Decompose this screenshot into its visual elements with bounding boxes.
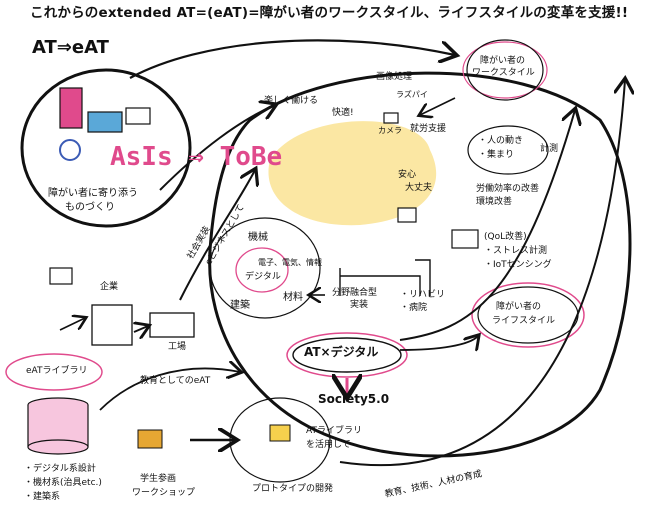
label-shuurou: 就労支援 — [410, 124, 447, 134]
pink-circle-lifestyle — [471, 282, 585, 348]
qol-line2: ・ストレス計測 — [484, 246, 548, 256]
main-cycle-loop — [208, 71, 632, 458]
qol-line1: (QoL改善) — [484, 232, 527, 242]
at-digital-circle — [292, 337, 402, 373]
subtitle: AT⇒eAT — [32, 37, 109, 58]
kyouiku-eat-label: 教育としてのeAT — [140, 376, 211, 386]
qol-line3: ・IoTセンシング — [484, 260, 552, 270]
proto-tool-icon — [269, 424, 291, 442]
list-item-1: ・デジタル系設計 — [24, 464, 96, 474]
list-item-3: ・建築系 — [24, 492, 61, 502]
hospital-bed — [339, 259, 431, 296]
workstyle-top: 障がい者の — [480, 56, 526, 66]
label-kaiteki: 快適! — [332, 108, 354, 118]
cylinder-bottom — [27, 439, 89, 455]
label-raspi: ラズパイ — [396, 90, 428, 99]
label-gazou: 画像処理 — [376, 72, 413, 82]
work-scene-backdrop — [268, 121, 437, 226]
workshop-icon — [137, 429, 163, 449]
arrow-bottom-right — [339, 80, 625, 467]
koujou-label: 工場 — [168, 342, 187, 352]
left-top-circle — [20, 68, 192, 228]
arrow-lib-edu — [99, 368, 240, 411]
arrow-to-workstyle — [129, 39, 455, 79]
kikai-circle — [209, 217, 321, 319]
page-title: これからのextended AT=(eAT)=障がい者のワークスタイル、ライフス… — [30, 5, 629, 21]
arrow-asis-tobe-up — [159, 105, 275, 191]
cylinder-sides — [27, 405, 89, 447]
wheelchair-icon — [59, 139, 82, 161]
arrow-at-lifestyle — [399, 336, 478, 350]
lifestyle-circle — [477, 286, 579, 344]
arrow-lib-kigyou — [59, 318, 85, 331]
at-lib-line1: ATライブラリ — [306, 426, 362, 436]
pink-circle-digital — [235, 247, 289, 293]
factory-plant — [149, 312, 195, 338]
lifestyle-top: 障がい者の — [496, 302, 542, 312]
label-camera: カメラ — [378, 126, 402, 135]
bunya-line2: 実装 — [350, 300, 369, 310]
eat-library-label: eATライブラリ — [26, 366, 88, 376]
prototype-label: プロトタイプの開発 — [252, 484, 334, 494]
anshin-line1: 安心 — [398, 170, 417, 180]
workstyle-bottom: ワークスタイル — [472, 68, 535, 78]
arrow-raspi — [420, 97, 456, 115]
asis-tobe-label: AsIs ⇒ ToBe — [110, 142, 283, 172]
lifestyle-bottom: ライフスタイル — [492, 316, 556, 326]
at-digital-label: AT×デジタル — [304, 345, 379, 359]
camera-icon — [383, 112, 399, 124]
hito-circle — [467, 125, 549, 175]
gakusei-line2: ワークショップ — [132, 488, 196, 498]
pink-circle-workstyle — [462, 41, 548, 99]
arrow-shakai — [179, 170, 255, 301]
roudou-line2: 環境改善 — [476, 197, 513, 207]
reha-line2: ・病院 — [400, 303, 428, 313]
digital-label: デジタル — [245, 272, 281, 282]
bunya-line1: 分野融合型 — [332, 288, 378, 298]
board-icon — [49, 267, 73, 285]
gakusei-line1: 学生参画 — [140, 474, 177, 484]
zairyou-label: 材料 — [283, 292, 303, 303]
workstyle-circle — [466, 39, 544, 101]
hito-line2: ・集まり — [478, 150, 515, 160]
sensor-icon — [397, 207, 417, 223]
arrow-at-workstyle — [399, 110, 575, 341]
laptop-icon — [125, 107, 151, 125]
denshi-label: 電子、電気、情報 — [258, 258, 322, 267]
monitor-icon — [451, 229, 479, 249]
left-caption-2: ものづくり — [65, 202, 115, 213]
factory-bldg — [91, 304, 133, 346]
blue-device — [87, 111, 123, 133]
label-tanoshiku: 楽しく働ける — [264, 96, 319, 106]
anshin-line2: 大丈夫 — [405, 183, 433, 193]
roudou-line1: 労働効率の改善 — [476, 184, 540, 194]
list-item-2: ・機材系(治具etc.) — [24, 478, 102, 488]
pink-circle-eat-lib — [5, 353, 103, 391]
keisoku-label: 計測 — [540, 144, 559, 154]
hito-line1: ・人の動き — [478, 136, 524, 146]
left-caption-1: 障がい者に寄り添う — [48, 188, 138, 199]
reha-line1: ・リハビリ — [400, 290, 446, 300]
kigyou-label: 企業 — [100, 282, 119, 292]
kenchiku-label: 建築 — [230, 300, 250, 311]
society-label: Society5.0 — [318, 392, 390, 406]
arrow-kigyou-koujou — [134, 326, 148, 332]
kikai-label: 機械 — [248, 232, 268, 243]
pink-device — [59, 87, 83, 129]
at-lib-line2: を活用して — [306, 440, 351, 450]
